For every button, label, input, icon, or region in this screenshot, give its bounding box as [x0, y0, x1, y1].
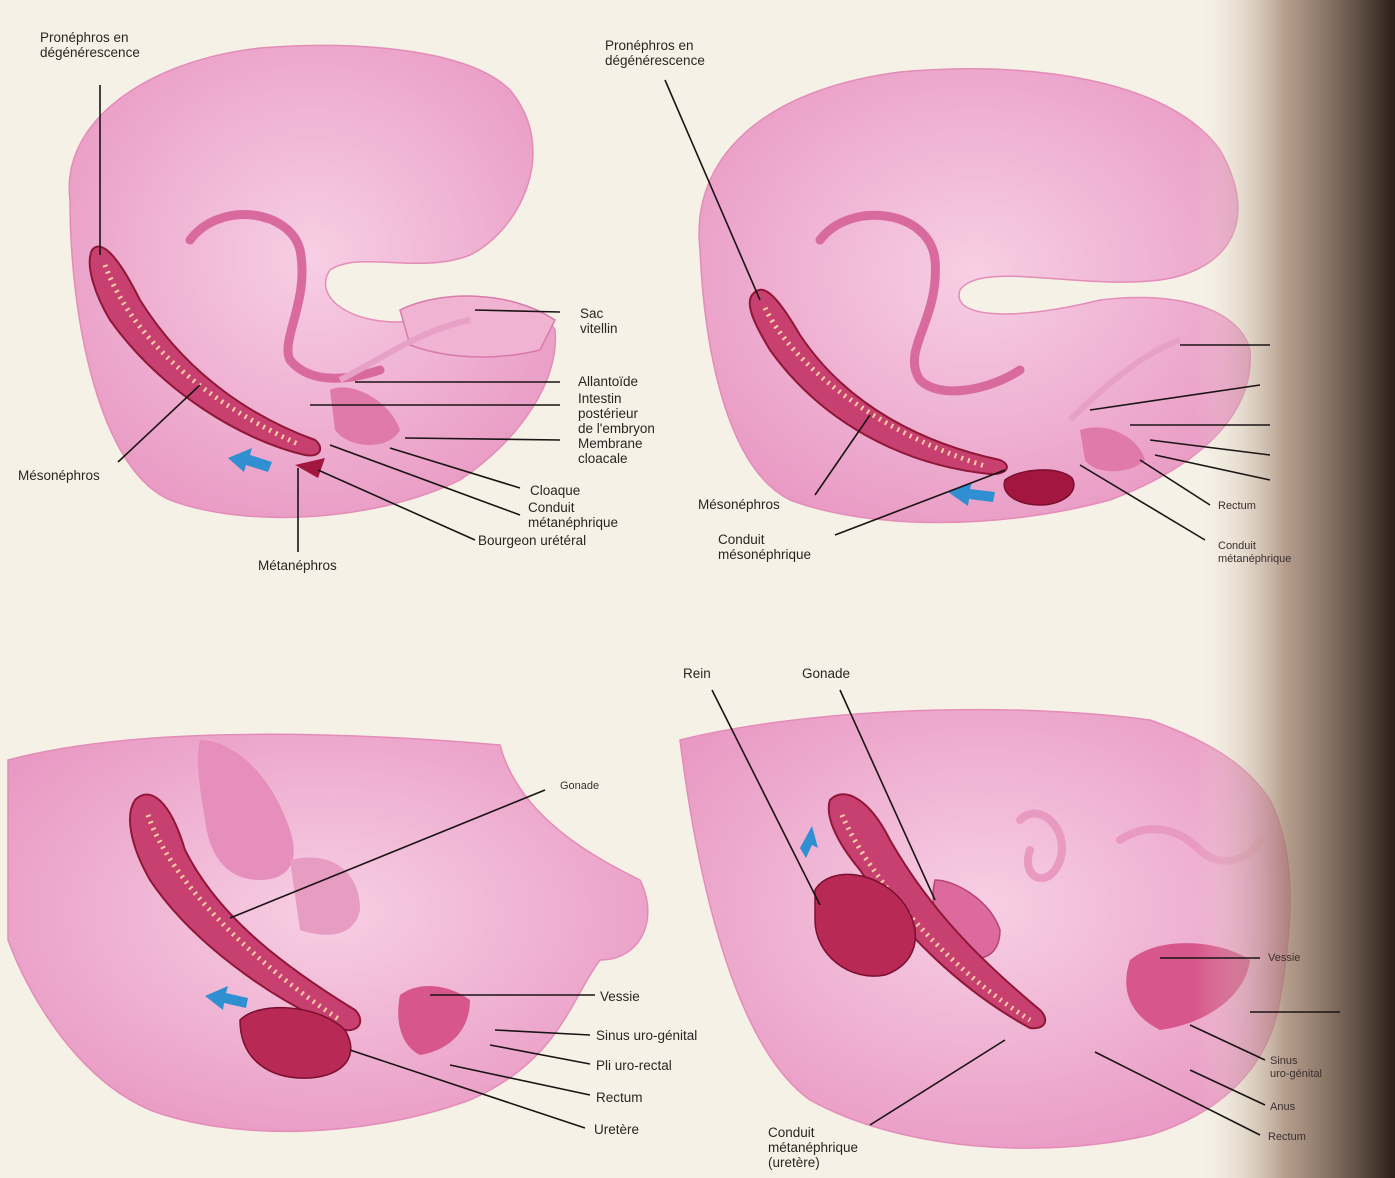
- label-tl-cloaque: Cloaque: [530, 483, 580, 498]
- label-tl-allantoide: Allantoïde: [578, 374, 638, 389]
- label-bl-vessie: Vessie: [600, 989, 640, 1004]
- label-bl-pli: Pli uro-rectal: [596, 1058, 672, 1073]
- label-br-gonade: Gonade: [802, 666, 850, 681]
- label-tl-bourgeon: Bourgeon urétéral: [478, 533, 586, 548]
- label-tl-intestin: Intestin postérieur de l'embryon: [578, 391, 655, 436]
- embryo-bottom-left: [8, 734, 648, 1131]
- label-br-rein: Rein: [683, 666, 711, 681]
- label-br-sinus: Sinus uro-génital: [1270, 1055, 1322, 1081]
- label-bl-sinus: Sinus uro-génital: [596, 1028, 697, 1043]
- label-tl-conduit: Conduit métanéphrique: [528, 500, 618, 530]
- label-tr-mesonephros: Mésonéphros: [698, 497, 780, 512]
- label-tr-rectum: Rectum: [1218, 500, 1256, 513]
- label-tr-conduit-meta: Conduit métanéphrique: [1218, 540, 1291, 566]
- embryo-top-right: [699, 69, 1250, 523]
- label-br-anus: Anus: [1270, 1101, 1295, 1114]
- label-tl-pronephros: Pronéphros en dégénérescence: [40, 30, 140, 60]
- label-tr-pronephros: Pronéphros en dégénérescence: [605, 38, 705, 68]
- label-tl-metanephros: Métanéphros: [258, 558, 337, 573]
- label-tr-conduit-meso: Conduit mésonéphrique: [718, 532, 811, 562]
- label-bl-gonade: Gonade: [560, 780, 599, 793]
- label-bl-uretere: Uretère: [594, 1122, 639, 1137]
- label-tl-sac-vitellin: Sac vitellin: [580, 306, 618, 336]
- label-br-rectum: Rectum: [1268, 1131, 1306, 1144]
- label-bl-rectum: Rectum: [596, 1090, 643, 1105]
- embryo-top-left: [69, 45, 555, 517]
- yolk-sac-top-left: [400, 296, 555, 357]
- page-binding-shadow: [1195, 0, 1395, 1178]
- metanephros-top-right: [1004, 470, 1074, 505]
- label-br-conduit: Conduit métanéphrique (uretère): [768, 1125, 858, 1170]
- label-tl-mesonephros: Mésonéphros: [18, 468, 100, 483]
- label-br-vessie: Vessie: [1268, 952, 1300, 965]
- label-tl-membrane: Membrane cloacale: [578, 436, 643, 466]
